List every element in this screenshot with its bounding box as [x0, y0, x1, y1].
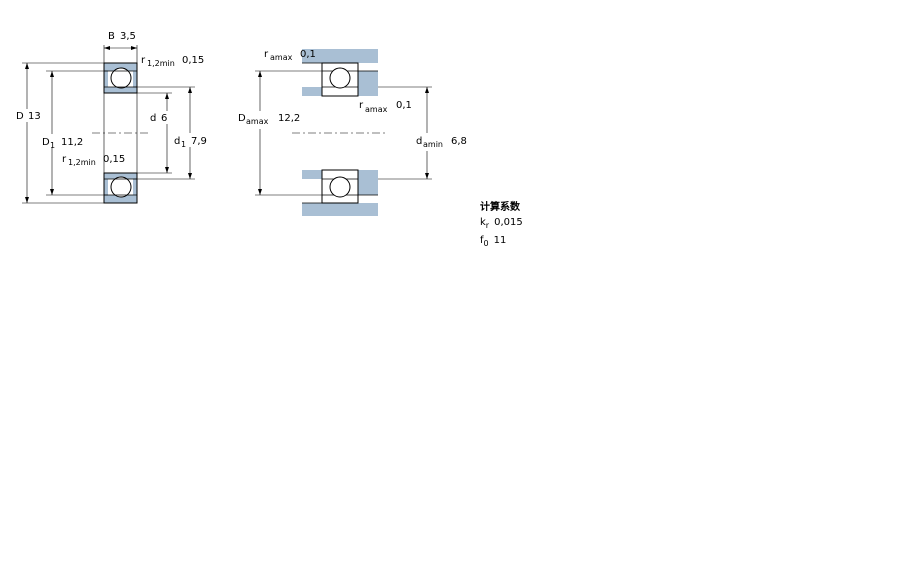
bearing-cross-section	[92, 62, 150, 204]
dim-Damax-sub: amax	[246, 117, 269, 126]
dim-d-value: 6	[161, 113, 167, 124]
dim-D-value: 13	[28, 111, 41, 122]
dim-damin-sub: amin	[423, 140, 443, 149]
dim-d: d 6	[137, 92, 172, 174]
ramax-inner-value: 0,1	[396, 100, 412, 111]
f0-label: f	[480, 235, 484, 246]
kr-value: 0,015	[494, 217, 523, 228]
dim-B: B 3,5	[103, 31, 138, 63]
kr-sub: r	[485, 221, 490, 230]
dim-Damax-label: D	[238, 113, 246, 124]
r12-bottom-label: r	[62, 154, 67, 165]
f0-value: 11	[493, 235, 507, 246]
ramax-top-label: r	[264, 49, 269, 60]
r12-bottom-sub: 1,2min	[68, 158, 96, 167]
dim-Damax-value: 12,2	[278, 113, 300, 124]
dim-d1-sub: 1	[181, 140, 186, 149]
dim-damin-label: d	[416, 136, 422, 147]
f0-sub: 0	[483, 239, 489, 248]
calculation-factors: 计算系数 kr 0,015 f0 11	[480, 200, 523, 251]
calc-row-f0: f0 11	[480, 233, 523, 251]
dim-damin: d amin 6,8	[378, 86, 468, 180]
dim-r12-top: r 1,2min 0,15	[141, 55, 204, 68]
r12-top-sub: 1,2min	[147, 59, 175, 68]
calc-row-kr: kr 0,015	[480, 215, 523, 233]
ball-top	[110, 67, 132, 89]
dim-B-value: 3,5	[120, 31, 136, 42]
dim-D1-value: 11,2	[61, 137, 83, 148]
dim-D1-label: D	[42, 137, 50, 148]
ramax-inner-sub: amax	[365, 105, 388, 114]
dim-d1: d 1 7,9	[133, 86, 212, 180]
dim-D: D 13	[14, 62, 104, 204]
dim-Damax: D amax 12,2	[236, 70, 322, 196]
kr-label: k	[480, 217, 486, 228]
dim-d1-value: 7,9	[191, 136, 207, 147]
dim-D-label: D	[16, 111, 24, 122]
calc-heading: 计算系数	[480, 202, 520, 213]
dim-d-label: d	[150, 113, 156, 124]
dim-r12-bottom: r 1,2min 0,15	[62, 154, 125, 167]
dim-ramax-top: r amax 0,1	[264, 49, 316, 62]
r12-top-value: 0,15	[182, 55, 204, 66]
r12-top-label: r	[141, 55, 146, 66]
mounting-arrangement	[292, 49, 388, 216]
dim-ramax-inner: r amax 0,1	[358, 99, 412, 115]
mounted-ball-top	[329, 67, 351, 89]
dim-D1-sub: 1	[50, 141, 55, 150]
ramax-top-value: 0,1	[300, 49, 316, 60]
ramax-inner-label: r	[359, 100, 364, 111]
dim-B-label: B	[108, 31, 115, 42]
dim-damin-value: 6,8	[451, 136, 467, 147]
dim-d1-label: d	[174, 136, 180, 147]
ball-bottom	[110, 176, 132, 198]
ramax-top-sub: amax	[270, 53, 293, 62]
mounted-ball-bottom	[329, 176, 351, 198]
dim-D1: D 1 11,2	[40, 70, 108, 196]
r12-bottom-value: 0,15	[103, 154, 125, 165]
